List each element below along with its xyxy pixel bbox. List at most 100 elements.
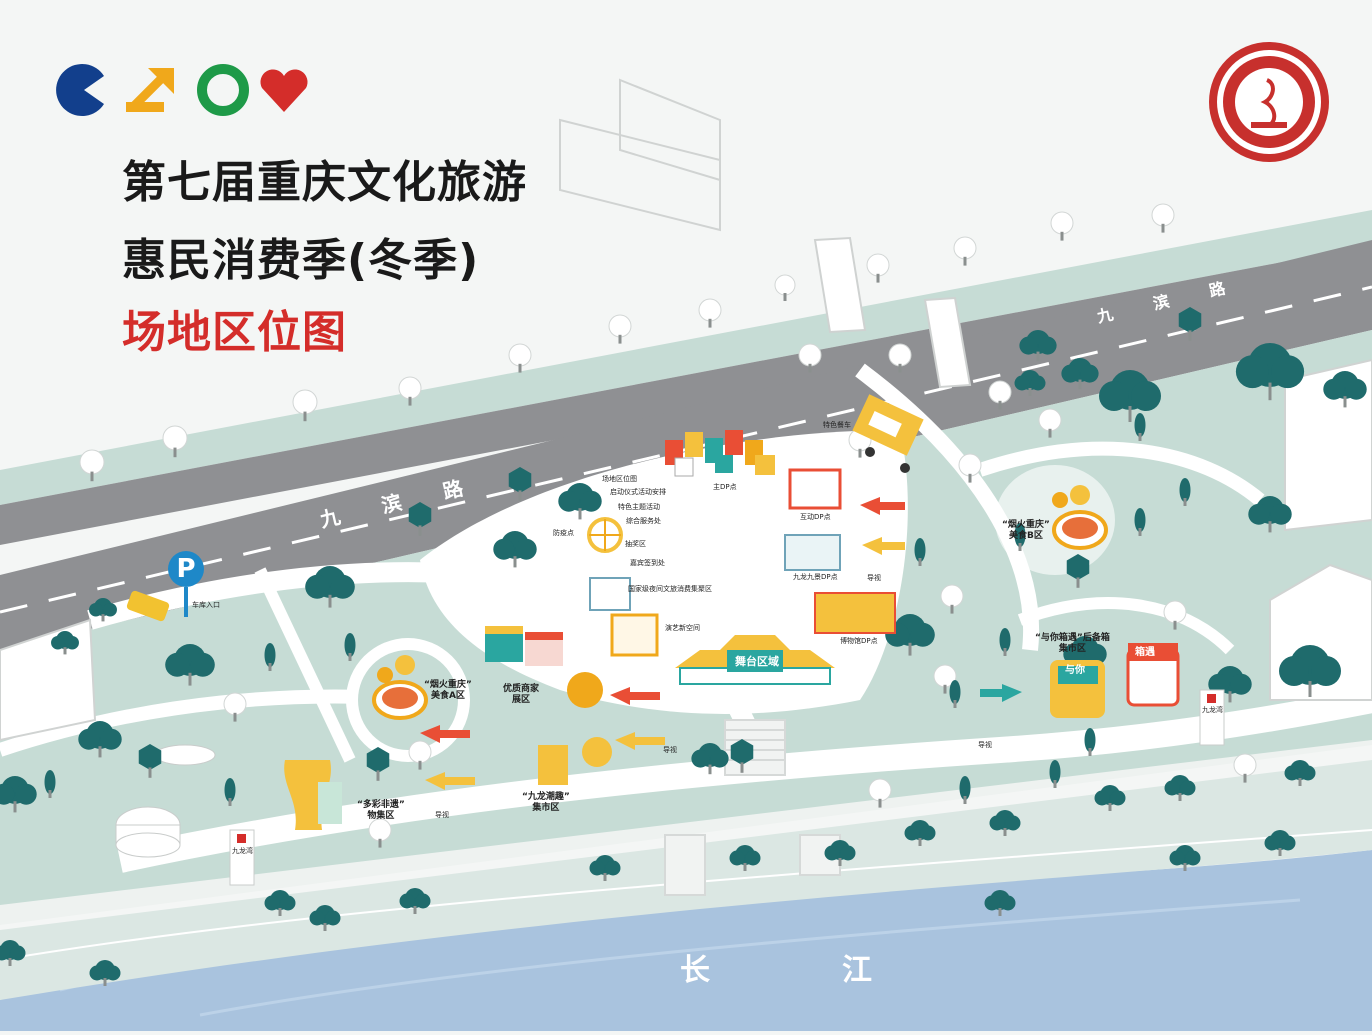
tree-icon [729, 845, 761, 871]
tree-icon [1163, 600, 1187, 630]
tree-icon [1169, 845, 1201, 871]
yuni-trucks-graphic [1050, 643, 1180, 718]
tree-icon [508, 467, 532, 501]
museum-dp-graphic [814, 592, 896, 634]
food-b-graphic [1052, 485, 1108, 550]
tree-icon [1279, 645, 1341, 697]
site-list-1: 场地区位图 [602, 475, 637, 483]
site-list-2: 启动仪式活动安排 [610, 488, 666, 496]
label-jiulong-dp: 九龙九景DP点 [793, 573, 838, 581]
intangible-graphic [284, 760, 342, 830]
label-night-culture: 国家级夜间文旅消费集聚区 [628, 585, 712, 593]
jiulong-dp-graphic [784, 534, 841, 571]
label-guest-signin: 嘉宾签到处 [630, 559, 665, 567]
food-truck-graphic [852, 394, 924, 473]
tree-icon [868, 778, 892, 808]
tree-icon [1178, 307, 1202, 341]
tree-icon [224, 778, 236, 806]
label-stage: 舞台区域 [735, 655, 779, 668]
parking-icon[interactable]: P [168, 551, 204, 587]
tree-icon [904, 820, 936, 846]
label-art-space: 演艺新空间 [665, 624, 700, 632]
tree-icon [1284, 760, 1316, 786]
upper-road [0, 245, 1372, 545]
river-label-1: 长 [680, 953, 710, 988]
tree-icon [1134, 413, 1146, 441]
tree-icon [1094, 785, 1126, 811]
pacman-blue-icon [56, 64, 104, 116]
arrow-yellow-icon [126, 68, 174, 112]
tree-icon [162, 425, 188, 458]
stairs [664, 719, 841, 896]
guide-label-4: 导视 [978, 741, 992, 749]
signpost-label-2: 九龙湾 [1202, 706, 1223, 714]
tree-icon [1134, 508, 1146, 536]
tree-icon [1014, 370, 1046, 396]
tree-icon [1208, 666, 1252, 703]
label-food-a: “烟火重庆”美食A区 [424, 680, 472, 701]
tree-icon [264, 643, 276, 671]
tree-icon [774, 274, 796, 301]
tree-icon [305, 566, 355, 608]
tree-icon [999, 628, 1011, 656]
truck-label-1: 与你 [1065, 665, 1085, 676]
tree-icon [366, 747, 390, 781]
tree-icon [940, 584, 964, 614]
tree-icon [691, 743, 729, 775]
guide-arrows [420, 497, 1022, 790]
tree-icon [798, 343, 822, 373]
parking-pole [184, 587, 188, 617]
tree-icon [0, 940, 26, 966]
tree-icon [368, 818, 392, 848]
tree-icon [988, 380, 1012, 410]
brand-logo [56, 64, 308, 116]
tree-icon [1050, 211, 1074, 241]
tree-icon [589, 855, 621, 881]
seal-emblem [1209, 42, 1329, 162]
tree-icon [1235, 343, 1305, 401]
label-museum-dp: 博物馆DP点 [840, 637, 878, 645]
tree-icon [399, 888, 431, 914]
tree-icon [1038, 408, 1062, 438]
tree-icon [0, 776, 37, 813]
signpost-label-1: 九龙湾 [232, 847, 253, 855]
tree-icon [984, 890, 1016, 916]
title-line-2: 惠民消费季(冬季) [122, 235, 480, 286]
tree-icon [888, 343, 912, 373]
gazebo [115, 744, 216, 858]
tree-icon [1179, 478, 1191, 506]
tree-icon [698, 298, 722, 328]
tree-icon [730, 739, 754, 773]
stage-graphic [675, 635, 835, 685]
tree-icon [292, 389, 318, 422]
heart-red-icon [260, 69, 308, 112]
site-list-3: 特色主题活动 [618, 503, 660, 511]
tree-icon [958, 453, 982, 483]
tree-icon [608, 314, 632, 344]
tree-icon [223, 692, 247, 722]
guide-label-1: 导视 [435, 811, 449, 819]
label-quality-merchants: 优质商家展区 [503, 684, 540, 705]
tree-icon [344, 633, 356, 661]
tree-icon [866, 253, 890, 283]
tree-icon [408, 502, 432, 536]
tree-icon [1164, 775, 1196, 801]
tree-icon [1014, 523, 1026, 551]
jiulong-market-graphic [538, 672, 612, 785]
tree-icon [1099, 370, 1161, 422]
tree-icon [398, 376, 422, 406]
upper-green [0, 210, 1372, 505]
lottery-graphic [587, 517, 623, 553]
label-yuni-market: “与你箱遇”后备箱集市区 [1035, 633, 1110, 654]
tree-icon [1248, 496, 1292, 533]
label-lottery: 抽奖区 [625, 540, 646, 548]
tree-icon [1084, 728, 1096, 756]
tree-icon [959, 776, 971, 804]
tree-icon [493, 531, 537, 568]
tree-icon [89, 960, 121, 986]
tree-icon [264, 890, 296, 916]
river-label-2: 江 [842, 953, 872, 988]
tree-icon [1066, 554, 1090, 588]
